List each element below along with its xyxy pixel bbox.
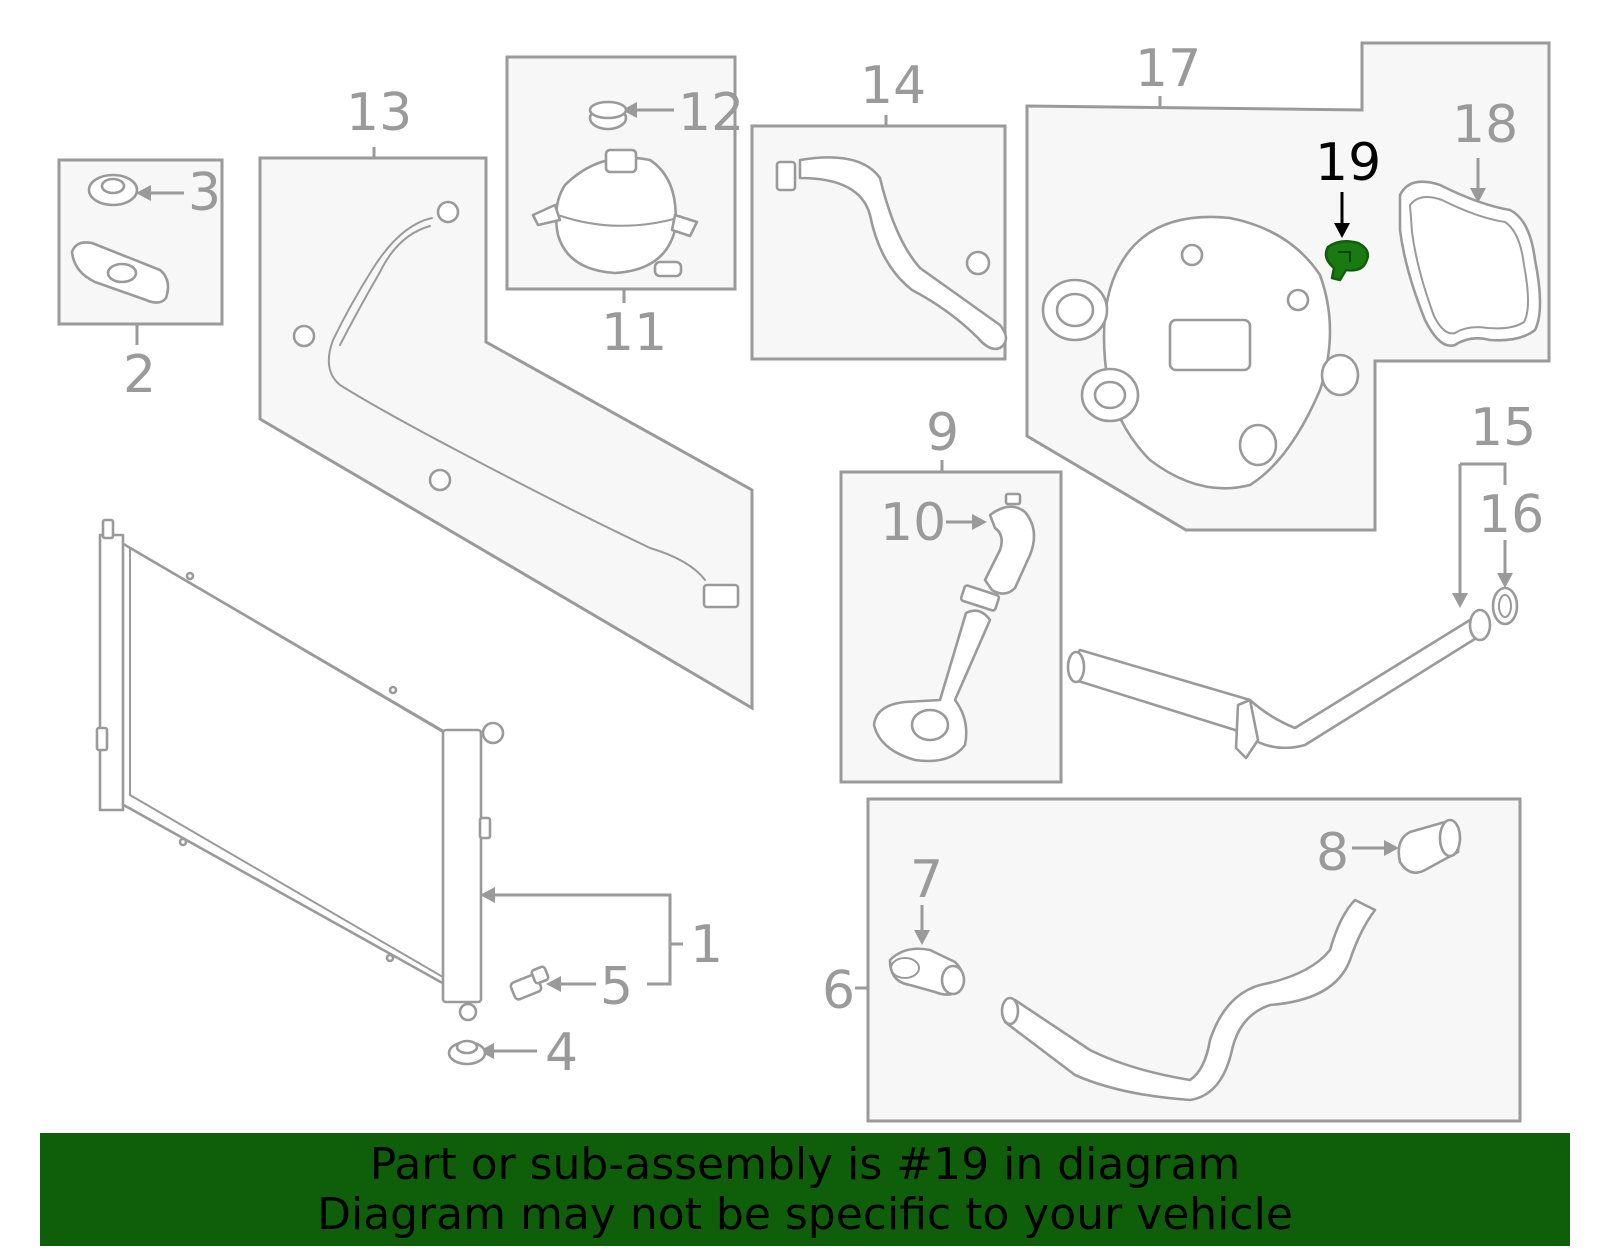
- arrow-12: [622, 102, 674, 118]
- part-6-hose: [1000, 898, 1377, 1102]
- callout-17: 17: [1135, 39, 1201, 99]
- part-16-o-ring: [1491, 586, 1519, 626]
- part-1-radiator: [95, 518, 505, 1022]
- part-15-coolant-pipe: [1066, 608, 1492, 760]
- part-19-highlighted[interactable]: [1324, 239, 1369, 282]
- callout-2: 2: [123, 345, 156, 405]
- part-4-grommet: [447, 1039, 487, 1066]
- callout-7: 7: [910, 850, 943, 910]
- arrow-3: [136, 185, 184, 201]
- arrow-1: [480, 887, 495, 903]
- part-7-fitting: [888, 947, 966, 996]
- callout-12: 12: [678, 83, 744, 143]
- group-box-13: [258, 156, 754, 711]
- part-2-bracket: [70, 241, 170, 304]
- arrow-10: [946, 514, 987, 530]
- callout-5: 5: [600, 957, 633, 1017]
- part-17-thermostat-housing: [1041, 215, 1360, 490]
- callout-16: 16: [1478, 485, 1544, 545]
- part-10-hose-elbow: [983, 492, 1036, 595]
- callout-6: 6: [822, 961, 855, 1021]
- callout-13: 13: [346, 83, 412, 143]
- part-12-cap: [588, 100, 628, 131]
- info-banner: Part or sub-assembly is #19 in diagram D…: [40, 1133, 1570, 1246]
- callout-15: 15: [1470, 398, 1536, 458]
- callout-11: 11: [601, 303, 667, 363]
- part-18-gasket: [1398, 180, 1542, 347]
- callout-3: 3: [188, 163, 221, 223]
- callout-19-highlighted: 19: [1315, 133, 1381, 193]
- callout-10: 10: [880, 493, 946, 553]
- banner-line-disclaimer: Diagram may not be specific to your vehi…: [317, 1188, 1293, 1240]
- callout-8: 8: [1316, 823, 1349, 883]
- arrow-5: [546, 976, 596, 992]
- callout-14: 14: [860, 56, 926, 116]
- arrow-4: [479, 1043, 537, 1059]
- callout-4: 4: [545, 1023, 578, 1083]
- part-11-expansion-tank: [531, 148, 699, 278]
- part-3-grommet: [87, 173, 139, 207]
- part-13-bleed-hose: [292, 200, 740, 609]
- part-14-hose: [775, 156, 1008, 351]
- part-9-hose: [872, 584, 1001, 763]
- banner-line-part-number: Part or sub-assembly is #19 in diagram: [369, 1138, 1241, 1190]
- callout-1: 1: [690, 915, 723, 975]
- callout-9: 9: [926, 403, 959, 463]
- leader-15: [1460, 462, 1507, 485]
- arrow-19: [1334, 192, 1350, 238]
- part-8-elbow: [1397, 818, 1462, 874]
- leader-1: [493, 893, 672, 986]
- part-5-drain-plug: [509, 965, 550, 1001]
- arrow-8: [1352, 840, 1399, 856]
- arrow-16: [1497, 573, 1513, 588]
- arrow-15: [1452, 593, 1468, 608]
- arrow-18: [1470, 158, 1486, 203]
- arrow-7: [914, 905, 930, 945]
- callout-18: 18: [1452, 95, 1518, 155]
